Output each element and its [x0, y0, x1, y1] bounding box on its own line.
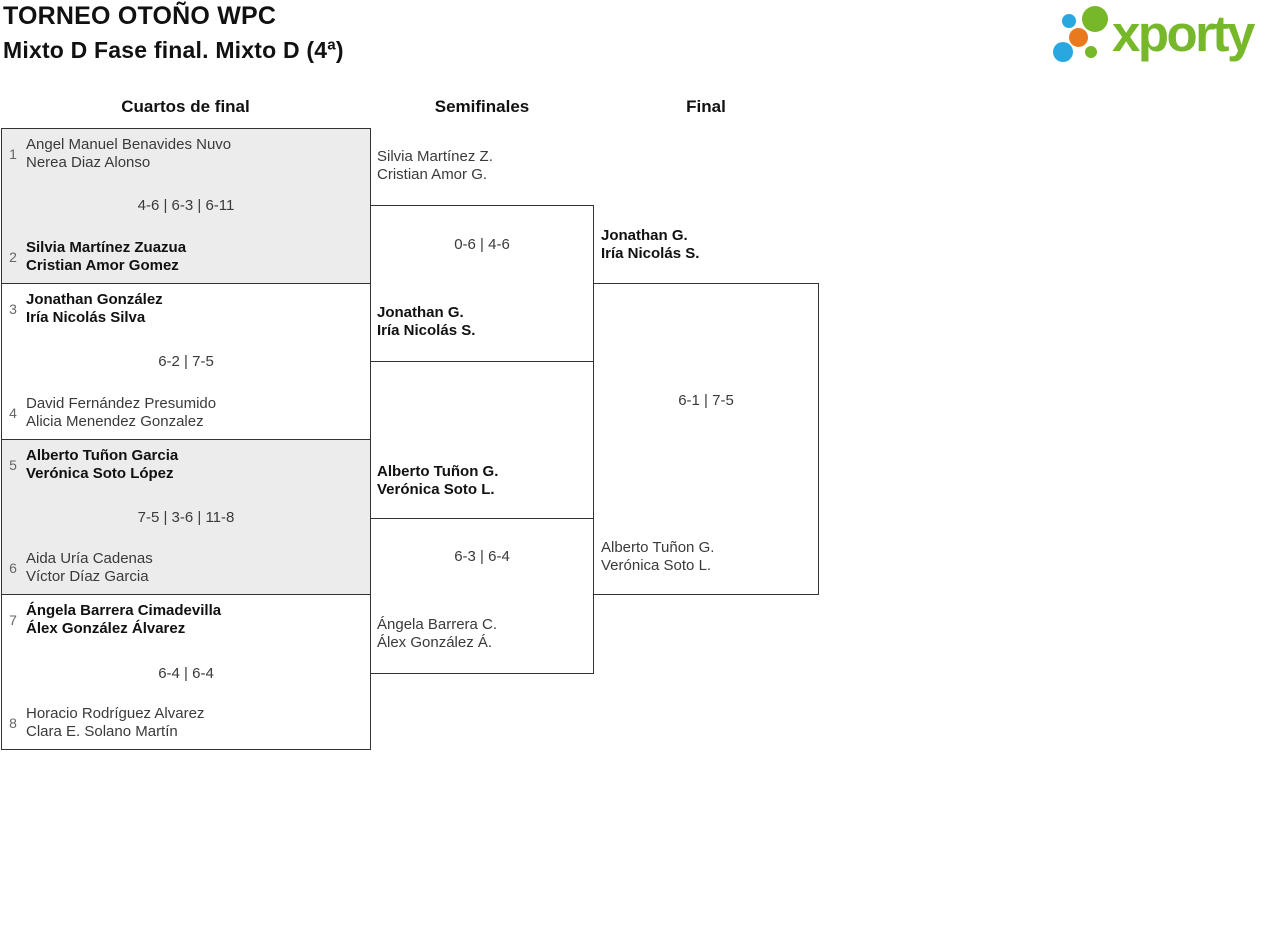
player-name: Horacio Rodríguez Alvarez [26, 705, 205, 722]
qf-match-3-box [1, 439, 371, 595]
logo-wordmark: xporty [1112, 5, 1255, 62]
player-name: Verónica Soto L. [377, 481, 495, 498]
player-name: Alberto Tuñon G. [601, 539, 715, 556]
player-name: Clara E. Solano Martín [26, 723, 178, 740]
qf-match-2-box [1, 283, 371, 440]
player-name: Jonathan G. [377, 304, 464, 321]
seed-number: 6 [9, 560, 17, 576]
sf-match-1-box [370, 205, 594, 362]
logo-dot-orange-icon [1069, 28, 1088, 47]
player-name: Aida Uría Cadenas [26, 550, 153, 567]
round-header-final: Final [686, 97, 726, 116]
player-name: Jonathan González [26, 291, 163, 308]
logo-dot-blue-small-icon [1062, 14, 1076, 28]
tournament-title: TORNEO OTOÑO WPC [3, 2, 277, 30]
player-name: Iría Nicolás Silva [26, 309, 146, 326]
seed-number: 5 [9, 457, 17, 473]
player-name: Ángela Barrera C. [377, 616, 498, 633]
seed-number: 2 [9, 249, 17, 265]
player-name: Iría Nicolás S. [601, 245, 700, 262]
player-name: Álex González Á. [377, 634, 493, 651]
participant-pair: Alberto Tuñon G. Verónica Soto L. [377, 463, 589, 499]
round-header-semifinals: Semifinales [434, 97, 530, 116]
player-name: Cristian Amor Gomez [26, 257, 179, 274]
player-name: Iría Nicolás S. [377, 322, 476, 339]
seed-number: 8 [9, 715, 17, 731]
player-name: Víctor Díaz Garcia [26, 568, 149, 585]
seed-number: 7 [9, 612, 17, 628]
match-score: 6-4 | 6-4 [158, 665, 214, 682]
sf-match-2-box [370, 518, 594, 674]
player-name: Cristian Amor G. [377, 166, 488, 183]
player-name: Angel Manuel Benavides Nuvo [26, 136, 232, 153]
final-match-box [593, 283, 819, 595]
participant-pair: Jonathan G. Iría Nicolás S. [601, 227, 813, 263]
participant-pair: Aida Uría Cadenas Víctor Díaz Garcia [26, 550, 362, 586]
participant-pair: Jonathan González Iría Nicolás Silva [26, 291, 362, 327]
logo-dot-blue-large-icon [1053, 42, 1073, 62]
player-name: Alberto Tuñon Garcia [26, 447, 179, 464]
match-score: 6-1 | 7-5 [678, 392, 734, 409]
seed-number: 1 [9, 146, 17, 162]
participant-pair: Silvia Martínez Z. Cristian Amor G. [377, 148, 589, 184]
player-name: Silvia Martínez Z. [377, 148, 493, 165]
player-name: Verónica Soto L. [601, 557, 712, 574]
logo-dot-green-small-icon [1085, 46, 1097, 58]
tournament-subtitle: Mixto D Fase final. Mixto D (4ª) [3, 37, 344, 63]
participant-pair: Horacio Rodríguez Alvarez Clara E. Solan… [26, 705, 362, 741]
player-name: Alberto Tuñon G. [377, 463, 499, 480]
match-score: 6-2 | 7-5 [158, 353, 214, 370]
player-name: Jonathan G. [601, 227, 688, 244]
player-name: Álex González Álvarez [26, 620, 186, 637]
participant-pair: Silvia Martínez Zuazua Cristian Amor Gom… [26, 239, 362, 275]
player-name: Nerea Diaz Alonso [26, 154, 151, 171]
qf-match-4-box [1, 594, 371, 750]
participant-pair: Angel Manuel Benavides Nuvo Nerea Diaz A… [26, 136, 362, 172]
participant-pair: Jonathan G. Iría Nicolás S. [377, 304, 589, 340]
match-score: 6-3 | 6-4 [454, 548, 510, 565]
participant-pair: Alberto Tuñon G. Verónica Soto L. [601, 539, 813, 575]
player-name: David Fernández Presumido [26, 395, 217, 412]
seed-number: 3 [9, 301, 17, 317]
round-header-quarterfinals: Cuartos de final [121, 97, 250, 116]
participant-pair: Alberto Tuñon Garcia Verónica Soto López [26, 447, 362, 483]
participant-pair: David Fernández Presumido Alicia Menende… [26, 395, 362, 431]
participant-pair: Ángela Barrera C. Álex González Á. [377, 616, 589, 652]
player-name: Verónica Soto López [26, 465, 174, 482]
qf-match-1-box [1, 128, 371, 284]
player-name: Silvia Martínez Zuazua [26, 239, 187, 256]
logo-dot-green-large-icon [1082, 6, 1108, 32]
match-score: 0-6 | 4-6 [454, 236, 510, 253]
match-score: 4-6 | 6-3 | 6-11 [137, 197, 235, 214]
player-name: Ángela Barrera Cimadevilla [26, 602, 222, 619]
player-name: Alicia Menendez Gonzalez [26, 413, 204, 430]
seed-number: 4 [9, 405, 17, 421]
participant-pair: Ángela Barrera Cimadevilla Álex González… [26, 602, 362, 638]
match-score: 7-5 | 3-6 | 11-8 [137, 509, 235, 526]
